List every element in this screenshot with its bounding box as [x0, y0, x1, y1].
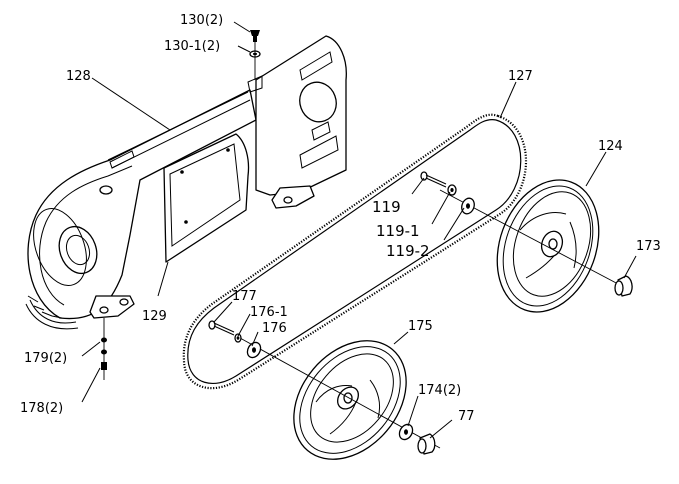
label-127: 127: [508, 69, 533, 84]
label-177: 177: [232, 289, 257, 304]
screw-130: [249, 30, 261, 80]
label-176: 176: [262, 321, 287, 336]
label-174: 174(2): [418, 383, 461, 398]
lower-wheel-175: [293, 340, 407, 460]
label-130-1: 130-1(2): [164, 39, 220, 54]
label-128: 128: [66, 69, 91, 84]
label-176-1: 176-1: [250, 305, 288, 320]
blade-127: [182, 113, 527, 390]
label-77: 77: [458, 409, 475, 424]
leader-lines: [81, 21, 637, 439]
label-124: 124: [598, 139, 623, 154]
label-119-2: 119-2: [386, 242, 430, 260]
part-173: [614, 275, 633, 297]
label-175: 175: [408, 319, 433, 334]
label-119-1: 119-1: [376, 222, 420, 240]
label-173: 173: [636, 239, 661, 254]
bolt-177: [208, 320, 262, 359]
upper-wheel-124: [496, 179, 600, 313]
part-174: [398, 423, 414, 441]
label-179: 179(2): [24, 351, 67, 366]
label-129: 129: [142, 309, 167, 324]
label-130: 130(2): [180, 13, 223, 28]
wheel-cover-128: [25, 35, 347, 330]
inner-plate-129: [163, 133, 250, 263]
part-77: [417, 433, 436, 455]
label-178: 178(2): [20, 401, 63, 416]
screw-179: [101, 318, 107, 380]
label-119: 119: [372, 198, 401, 216]
